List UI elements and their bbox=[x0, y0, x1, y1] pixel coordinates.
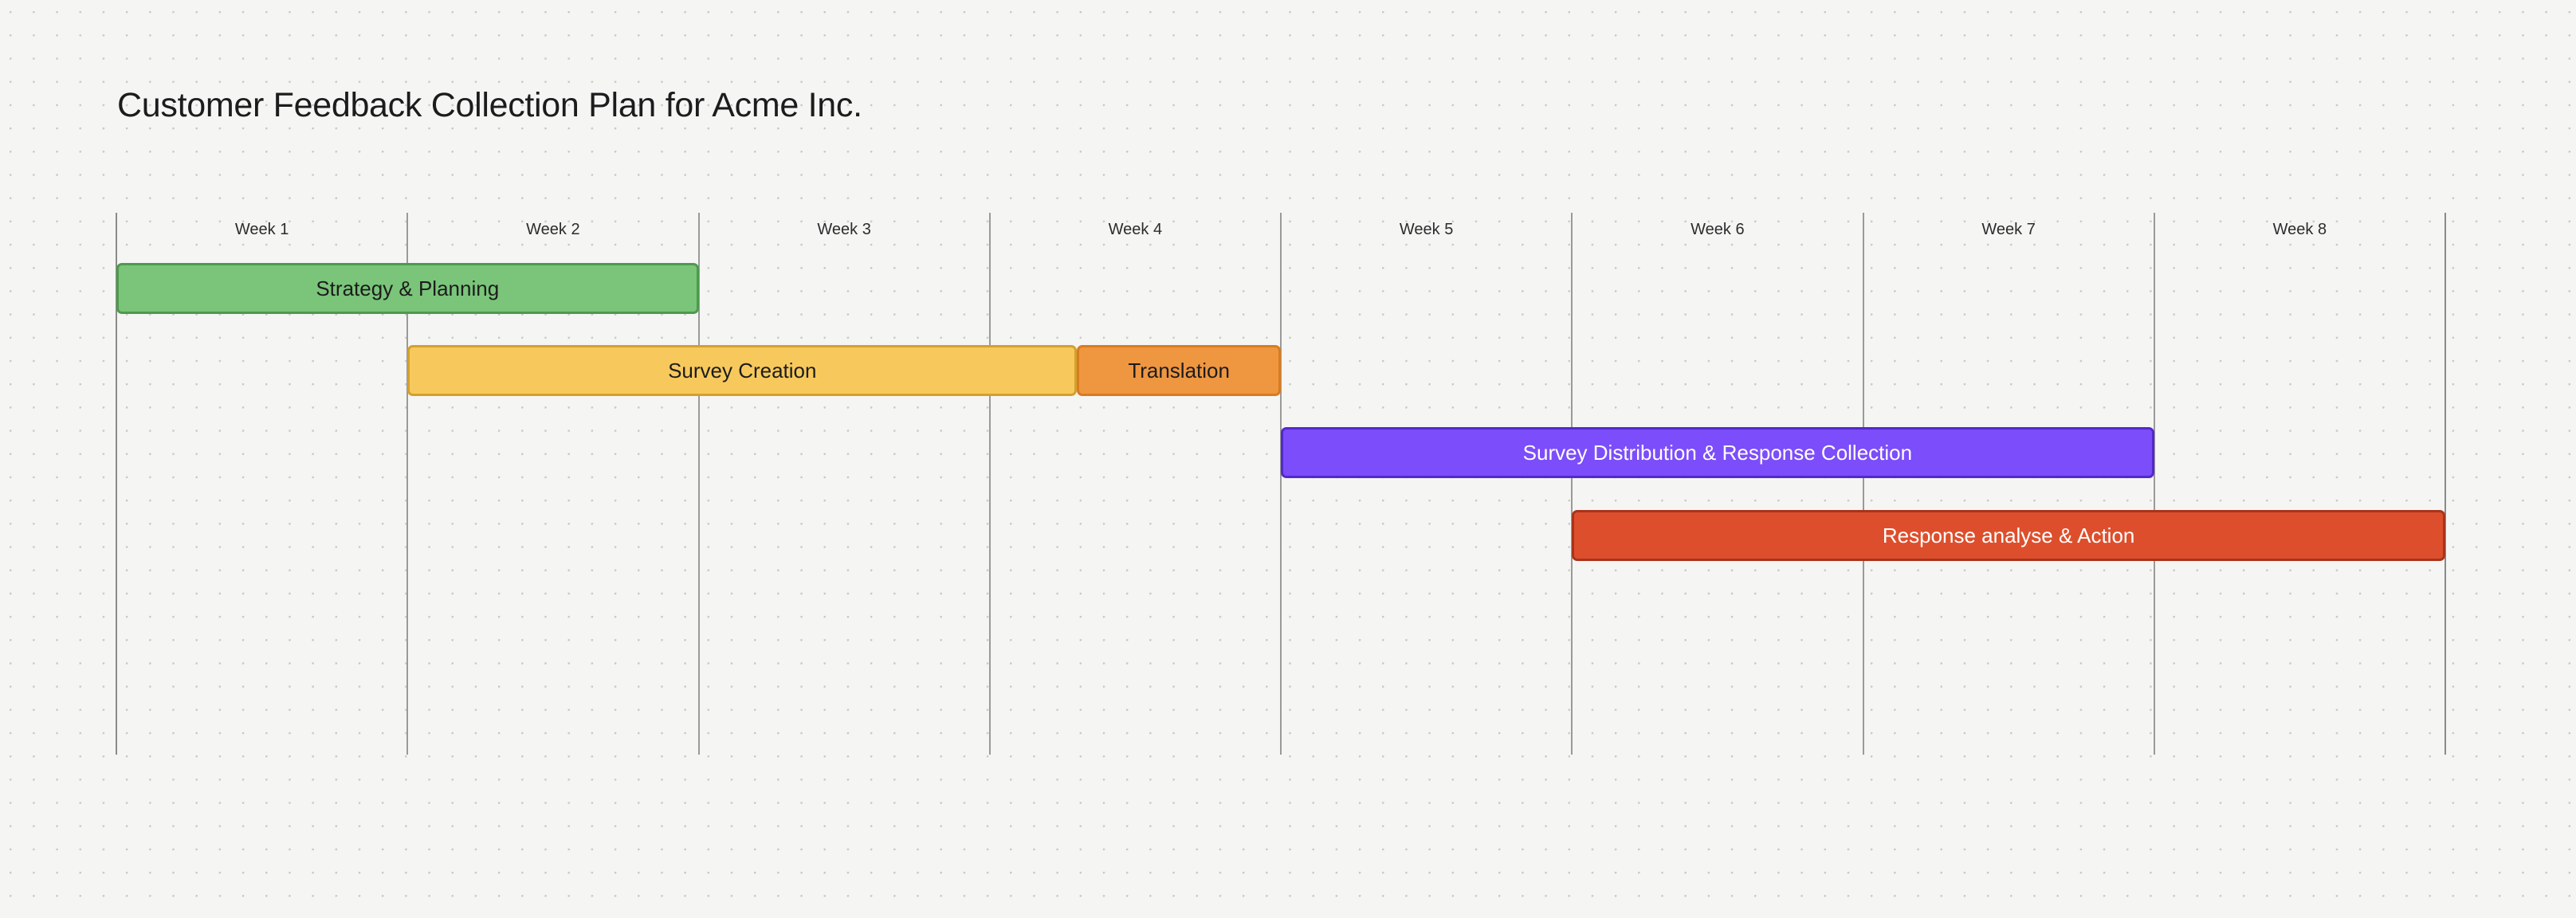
gantt-gridline-7 bbox=[2153, 213, 2155, 755]
week-header-label-3: Week 3 bbox=[817, 221, 871, 238]
gantt-bar-3[interactable]: Translation bbox=[1077, 345, 1281, 396]
gantt-bar-1[interactable]: Strategy & Planning bbox=[116, 263, 699, 314]
gantt-gridline-0 bbox=[116, 213, 117, 755]
gantt-gridline-8 bbox=[2444, 213, 2446, 755]
week-header-label-6: Week 6 bbox=[1690, 221, 1745, 238]
gantt-bar-label: Survey Creation bbox=[668, 358, 817, 382]
gantt-gridline-3 bbox=[988, 213, 991, 755]
gantt-bar-label: Survey Distribution & Response Collectio… bbox=[1522, 440, 1913, 465]
gantt-bar-5[interactable]: Response analyse & Action bbox=[1572, 510, 2445, 561]
week-header-label-1: Week 1 bbox=[234, 221, 289, 238]
week-header-label-4: Week 4 bbox=[1108, 221, 1163, 238]
week-header-label-2: Week 2 bbox=[526, 221, 580, 238]
gantt-gridline-1 bbox=[406, 213, 409, 755]
page-title: Customer Feedback Collection Plan for Ac… bbox=[117, 86, 862, 124]
gantt-bar-4[interactable]: Survey Distribution & Response Collectio… bbox=[1281, 427, 2154, 478]
gantt-bar-label: Translation bbox=[1128, 358, 1230, 382]
week-header-label-8: Week 8 bbox=[2272, 221, 2327, 238]
gantt-bar-label: Response analyse & Action bbox=[1882, 523, 2135, 547]
gantt-gridline-2 bbox=[697, 213, 700, 755]
week-header-label-7: Week 7 bbox=[1981, 221, 2036, 238]
gantt-chart: Week 1 Week 2 Week 3 Week 4 Week 5 Week 6 Week… bbox=[116, 213, 2446, 755]
gantt-bar-label: Strategy & Planning bbox=[316, 276, 500, 300]
gantt-bar-2[interactable]: Survey Creation bbox=[407, 345, 1078, 396]
week-header-label-5: Week 5 bbox=[1399, 221, 1454, 238]
gantt-gridline-5 bbox=[1571, 213, 1573, 755]
gantt-gridline-4 bbox=[1280, 213, 1282, 755]
gantt-gridline-6 bbox=[1862, 213, 1864, 755]
